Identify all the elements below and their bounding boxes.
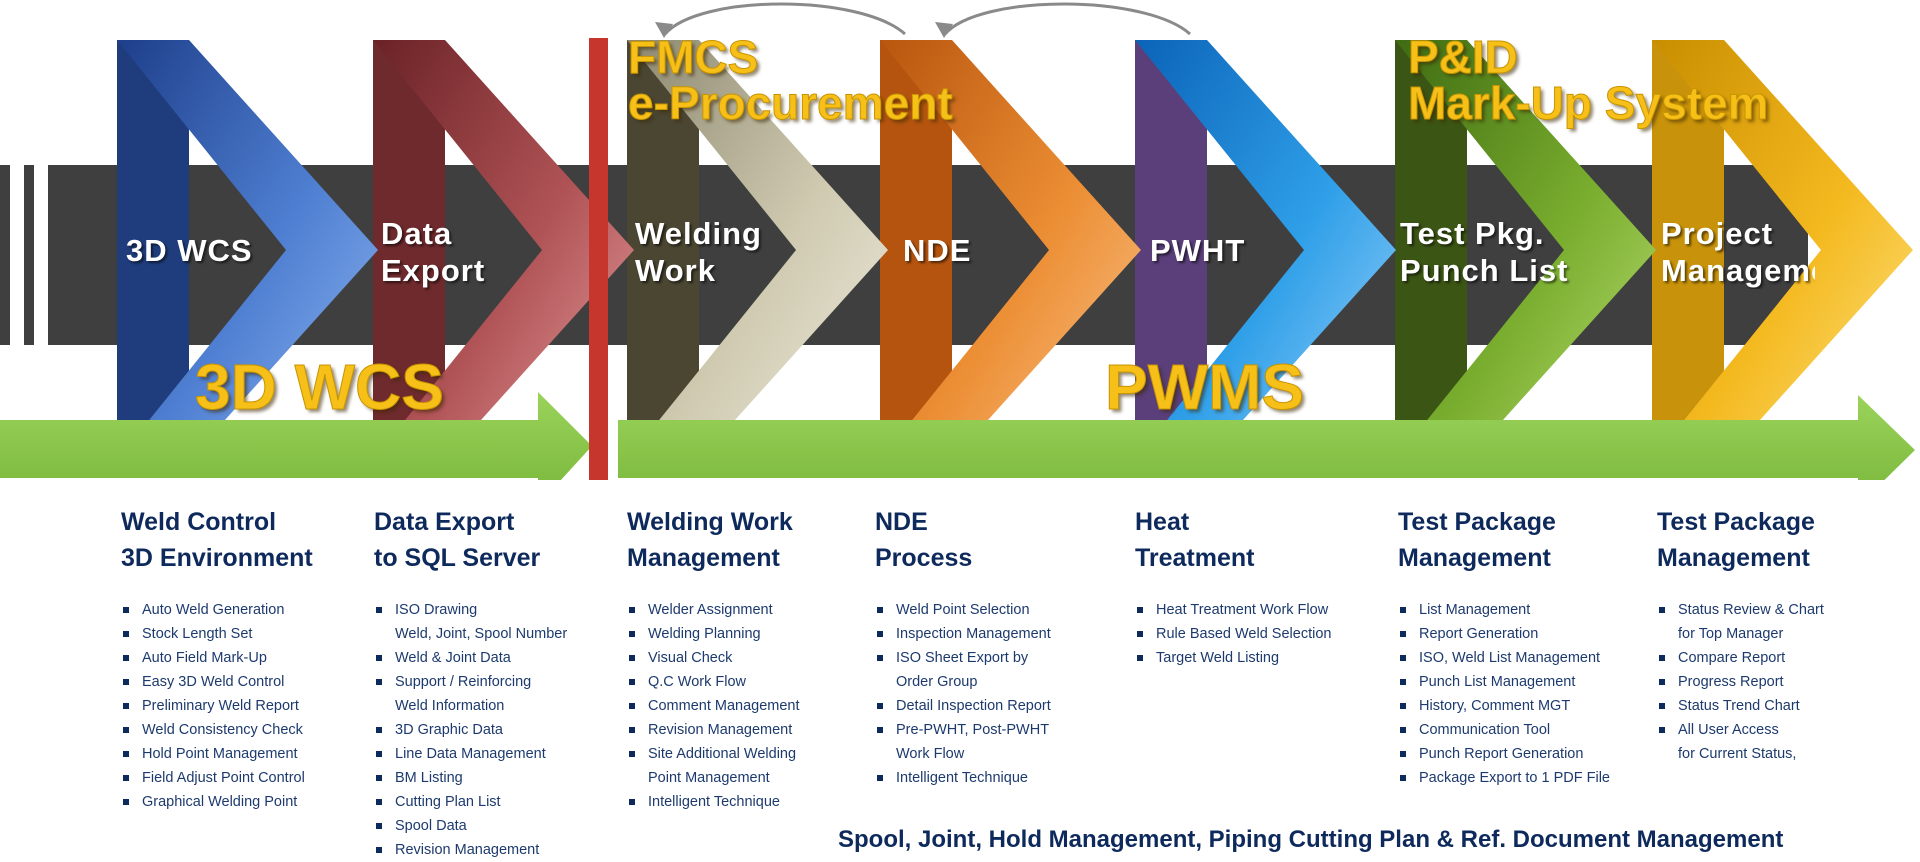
- feature-column-test-package: Test Package Management List Management …: [1398, 504, 1638, 790]
- arrowhead-icon: [655, 22, 673, 38]
- band-stripe: [0, 165, 10, 345]
- list-item: Spool Data: [374, 814, 614, 838]
- list-item: Weld Consistency Check: [121, 718, 361, 742]
- list-item: Punch List Management: [1398, 670, 1638, 694]
- phase-separator: [589, 38, 608, 830]
- list-item: Auto Weld Generation: [121, 598, 361, 622]
- list-item: Detail Inspection Report: [875, 694, 1115, 718]
- step-label-pwht: PWHT: [1150, 233, 1246, 268]
- feature-column-weld-control: Weld Control 3D Environment Auto Weld Ge…: [121, 504, 361, 814]
- list-item: Cutting Plan List: [374, 790, 614, 814]
- system-label-pwms: PWMS: [1104, 351, 1305, 423]
- chevron-welding: [627, 40, 888, 460]
- chevron-pwht: [1135, 40, 1396, 460]
- list-item: Weld Point Selection: [875, 598, 1115, 622]
- list-item: History, Comment MGT: [1398, 694, 1638, 718]
- footer-caption: Spool, Joint, Hold Management, Piping Cu…: [838, 826, 1784, 853]
- list-item: Line Data Management: [374, 742, 614, 766]
- list-item: Progress Report: [1657, 670, 1897, 694]
- list-item: Welding Planning: [627, 622, 867, 646]
- feature-list: Weld Point Selection Inspection Manageme…: [875, 598, 1115, 790]
- list-item: Target Weld Listing: [1135, 646, 1375, 670]
- step-label-nde: NDE: [903, 233, 972, 268]
- chevron-nde: [880, 40, 1141, 460]
- list-item: Visual Check: [627, 646, 867, 670]
- step-label-testpkg: Test Pkg. Punch List: [1400, 216, 1569, 288]
- list-item: Preliminary Weld Report: [121, 694, 361, 718]
- arrowhead-icon: [935, 22, 953, 38]
- chevron-dataexport: [373, 40, 634, 460]
- list-item: Status Trend Chart: [1657, 694, 1897, 718]
- column-title: Heat Treatment: [1135, 508, 1255, 572]
- list-item: Easy 3D Weld Control: [121, 670, 361, 694]
- list-item: List Management: [1398, 598, 1638, 622]
- feature-column-welding-work: Welding Work Management Welder Assignmen…: [627, 504, 867, 814]
- feature-column-nde: NDE Process Weld Point Selection Inspect…: [875, 504, 1115, 790]
- list-item: Stock Length Set: [121, 622, 361, 646]
- column-title: NDE Process: [875, 508, 973, 572]
- list-item: Hold Point Management: [121, 742, 361, 766]
- band-stripe: [24, 165, 34, 345]
- step-label-3dwcs: 3D WCS: [126, 233, 253, 268]
- process-diagram: 3D WCS Data Export Welding Work NDE PWHT…: [0, 2, 1915, 830]
- list-item: Comment Management: [627, 694, 867, 718]
- curved-arrow: [943, 2, 1191, 36]
- chevron-project: [1652, 40, 1913, 460]
- list-item: Graphical Welding Point: [121, 790, 361, 814]
- list-item: Intelligent Technique: [875, 766, 1115, 790]
- curved-arrow: [663, 2, 906, 36]
- column-title: Data Export to SQL Server: [374, 508, 541, 572]
- column-title: Welding Work Management: [627, 508, 793, 572]
- column-title: Weld Control 3D Environment: [121, 508, 313, 572]
- list-item: Field Adjust Point Control: [121, 766, 361, 790]
- list-item: Welder Assignment: [627, 598, 867, 622]
- timeline-arrow-wcs: [0, 392, 592, 505]
- list-item: Rule Based Weld Selection: [1135, 622, 1375, 646]
- list-item: Inspection Management: [875, 622, 1115, 646]
- step-label-welding: Welding Work: [635, 216, 762, 288]
- chevron-3dwcs: [117, 40, 378, 460]
- feature-list: Welder Assignment Welding Planning Visua…: [627, 598, 867, 814]
- system-label-pid: P&ID Mark-Up System: [1407, 31, 1769, 129]
- feature-column-heat-treatment: Heat Treatment Heat Treatment Work Flow …: [1135, 504, 1375, 670]
- list-item: Weld & Joint Data: [374, 646, 614, 670]
- list-item: Communication Tool: [1398, 718, 1638, 742]
- timeline-arrow-pwms: [618, 395, 1915, 506]
- list-item: ISO, Weld List Management: [1398, 646, 1638, 670]
- step-label-dataexport: Data Export: [381, 216, 486, 288]
- feature-list: Heat Treatment Work Flow Rule Based Weld…: [1135, 598, 1375, 670]
- list-item: Revision Management: [627, 718, 867, 742]
- list-item: Intelligent Technique: [627, 790, 867, 814]
- list-item: Package Export to 1 PDF File: [1398, 766, 1638, 790]
- feature-list: List Management Report Generation ISO, W…: [1398, 598, 1638, 790]
- list-item: Report Generation: [1398, 622, 1638, 646]
- list-item: BM Listing: [374, 766, 614, 790]
- list-item: Punch Report Generation: [1398, 742, 1638, 766]
- list-item: Auto Field Mark-Up: [121, 646, 361, 670]
- list-item: Heat Treatment Work Flow: [1135, 598, 1375, 622]
- process-diagram-graphic: [0, 2, 1915, 830]
- system-label-3dwcs: 3D WCS: [195, 351, 445, 423]
- column-title: Test Package Management: [1398, 508, 1556, 572]
- list-item: Revision Management: [374, 838, 614, 862]
- feature-column-project-management: Test Package Management Status Review & …: [1657, 504, 1897, 766]
- list-item: Q.C Work Flow: [627, 670, 867, 694]
- chevron-testpkg: [1395, 40, 1656, 460]
- feature-list: Auto Weld Generation Stock Length Set Au…: [121, 598, 361, 814]
- system-label-fmcs: FMCS e-Procurement: [628, 31, 954, 129]
- list-item: Compare Report: [1657, 646, 1897, 670]
- list-item: 3D Graphic Data: [374, 718, 614, 742]
- column-title: Test Package Management: [1657, 508, 1815, 572]
- step-label-project: Project Management: [1661, 216, 1815, 288]
